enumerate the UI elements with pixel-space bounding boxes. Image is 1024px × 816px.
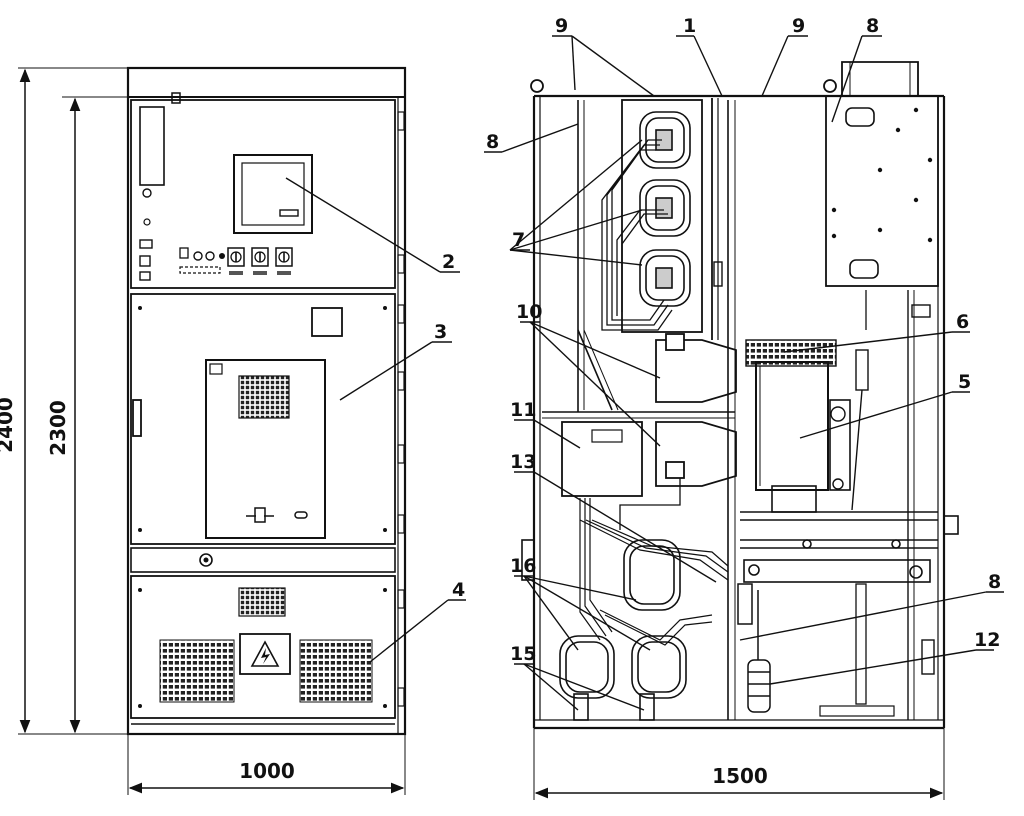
indicator-lamps <box>179 247 225 274</box>
surge-arrester <box>747 590 771 713</box>
callout-2: 2 <box>442 251 455 273</box>
front-dimensions: 2400 2300 1000 <box>0 67 406 795</box>
front-cabinet-outline <box>126 66 407 736</box>
lifting-eye-right <box>823 79 837 93</box>
breaker-compartment-door <box>130 293 396 545</box>
callout-labels: 1 2 3 4 5 6 7 8 8 8 9 9 10 11 12 13 15 1… <box>434 15 1001 665</box>
lv-compartment-side <box>825 95 939 287</box>
front-view <box>126 66 407 736</box>
callout-9-right: 9 <box>792 15 805 37</box>
current-transformer <box>561 421 643 497</box>
lv-window <box>139 106 165 186</box>
callout-13: 13 <box>510 451 536 473</box>
side-dimensions: 1500 <box>533 728 945 800</box>
callout-11: 11 <box>510 399 536 421</box>
callout-6: 6 <box>956 311 969 333</box>
callout-15: 15 <box>510 643 536 665</box>
callout-8-bottom: 8 <box>988 571 1001 593</box>
breaker-truck <box>740 511 959 583</box>
contact-spouts <box>619 333 737 530</box>
callout-9-left: 9 <box>555 15 568 37</box>
busbars <box>601 139 673 331</box>
callout-4: 4 <box>452 579 465 601</box>
dimension-width-side: 1500 <box>712 764 768 788</box>
cable-terminations <box>559 539 687 721</box>
callout-1: 1 <box>683 15 696 37</box>
door-handle <box>132 399 142 437</box>
callout-7: 7 <box>512 229 525 251</box>
dimension-height-outer: 2400 <box>0 397 17 453</box>
lifting-eye-left <box>530 79 544 93</box>
callout-10: 10 <box>516 301 542 323</box>
ventilation-grille-upper <box>238 375 290 419</box>
cable-compartment-cover <box>130 575 396 719</box>
lv-compartment-door <box>130 99 396 289</box>
dimension-height-inner: 2300 <box>46 400 70 456</box>
high-voltage-warning-icon <box>250 640 280 667</box>
inspection-window <box>205 359 326 539</box>
callout-12: 12 <box>974 629 1000 651</box>
selector-switches <box>227 247 293 275</box>
callout-leaders <box>285 35 1004 711</box>
callout-16: 16 <box>510 555 536 577</box>
callout-3: 3 <box>434 321 447 343</box>
callout-5: 5 <box>958 371 971 393</box>
callout-8-top: 8 <box>866 15 879 37</box>
side-view <box>521 61 959 730</box>
dimension-width-front: 1000 <box>239 759 295 783</box>
callout-8-left: 8 <box>486 131 499 153</box>
circuit-breaker <box>745 339 869 513</box>
protection-relay <box>233 154 313 234</box>
cable-bundles <box>579 498 729 646</box>
